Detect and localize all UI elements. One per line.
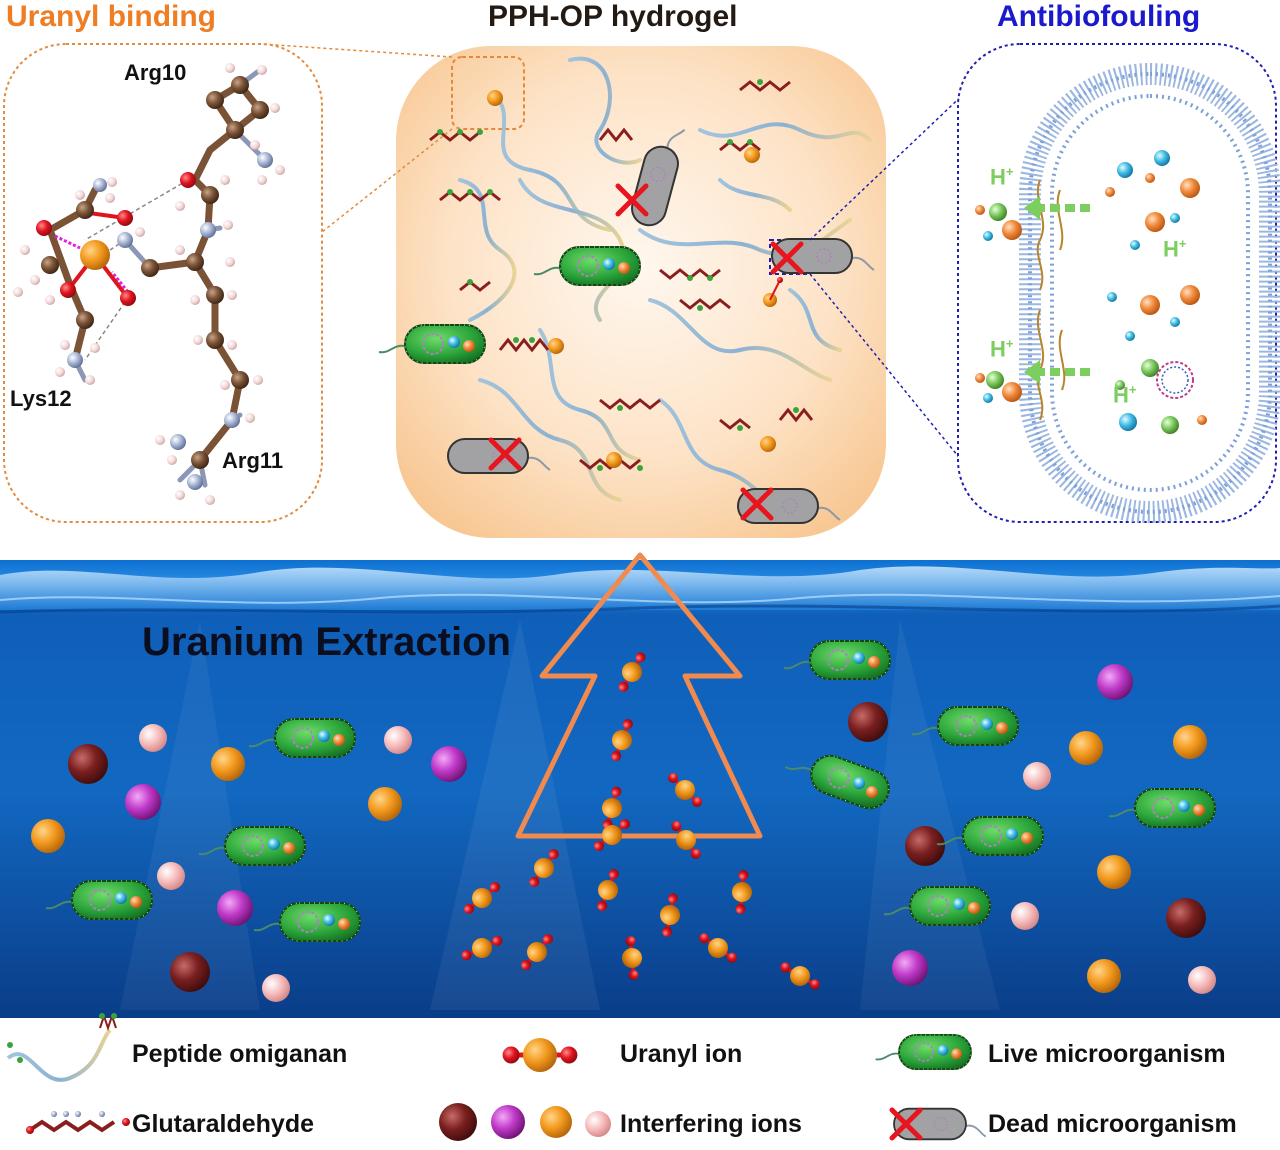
uranyl-binding-title: Uranyl binding [6, 0, 216, 33]
seawater [0, 560, 1280, 1018]
proton-label-4: H+ [1113, 382, 1137, 408]
upward-arrow [515, 552, 763, 839]
proton-label-3: H+ [990, 336, 1014, 362]
residue-arg10: Arg10 [124, 60, 187, 85]
hydrogel-title: PPH-OP hydrogel [488, 0, 738, 33]
antibiofouling-panel [957, 43, 1280, 523]
legend-interfering: Interfering ions [620, 1110, 802, 1138]
legend-uranyl: Uranyl ion [620, 1040, 743, 1068]
legend-dead: Dead microorganism [988, 1110, 1237, 1138]
legend-live: Live microorganism [988, 1040, 1226, 1068]
uranyl-binding-panel [3, 43, 323, 523]
antibiofouling-title: Antibiofouling [997, 0, 1201, 33]
legend-icons [6, 1012, 987, 1141]
hydrogel-panel [378, 46, 886, 538]
uranium-extraction-label: Uranium Extraction [142, 620, 511, 664]
legend-glutaraldehyde: Glutaraldehyde [132, 1110, 314, 1138]
residue-lys12: Lys12 [10, 386, 72, 411]
proton-label-1: H+ [990, 164, 1014, 190]
interfering-ions-water [31, 664, 1216, 1002]
proton-label-2: H+ [1163, 236, 1187, 262]
legend-peptide: Peptide omiganan [132, 1040, 348, 1068]
residue-arg11: Arg11 [222, 448, 284, 473]
